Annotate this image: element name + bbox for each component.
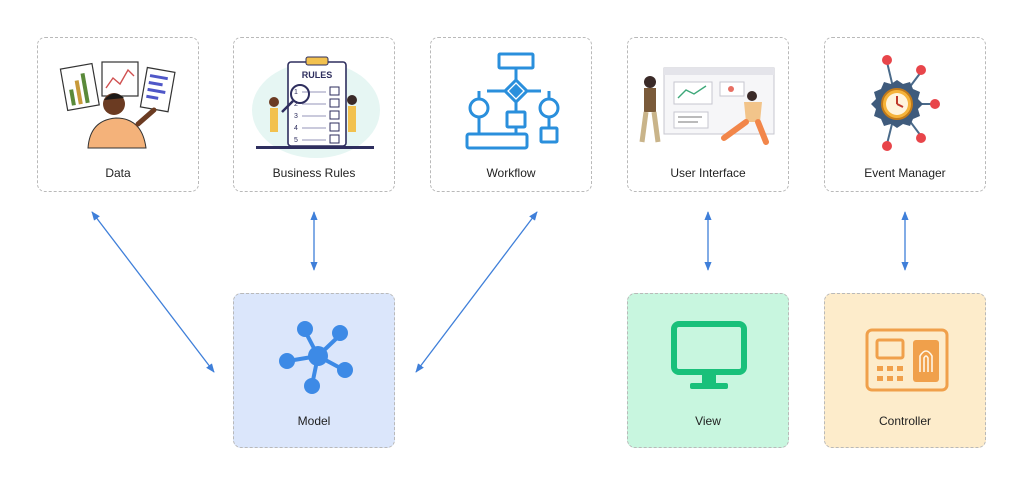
event-manager-icon: [871, 55, 940, 151]
rules-heading: RULES: [302, 70, 333, 80]
data-analysis-illustration: [59, 61, 176, 149]
node-label: Controller: [878, 414, 932, 428]
node-label: Model: [297, 414, 331, 428]
rule-number: 2: [294, 101, 298, 108]
node-label: Workflow: [486, 166, 536, 180]
node-label: View: [695, 414, 721, 428]
rule-number: 1: [294, 89, 298, 96]
arrow-data-model: [91, 211, 215, 373]
node-label: Data: [105, 166, 131, 180]
user-interface-node: User Interface: [627, 37, 789, 192]
network-icon: [279, 321, 353, 394]
event-manager-node: Event Manager: [824, 37, 986, 192]
rules-checklist-illustration: RULES 1 2 3 4 5: [252, 56, 380, 158]
view-node: View: [627, 293, 789, 448]
node-label: Event Manager: [864, 166, 946, 180]
monitor-icon: [671, 321, 747, 389]
business-rules-node: RULES 1 2 3 4 5: [233, 37, 395, 192]
data-node: Data: [37, 37, 199, 192]
arrow-workflow-model: [415, 211, 538, 373]
rule-number: 3: [294, 113, 298, 120]
workflow-icon: [465, 52, 560, 150]
rule-number: 5: [294, 137, 298, 144]
access-controller-icon: [865, 328, 949, 392]
user-interface-illustration: [639, 67, 775, 145]
node-label: User Interface: [670, 166, 746, 180]
controller-node: Controller: [824, 293, 986, 448]
workflow-node: Workflow: [430, 37, 592, 192]
rule-number: 4: [294, 125, 298, 132]
node-label: Business Rules: [272, 166, 356, 180]
model-node: Model: [233, 293, 395, 448]
